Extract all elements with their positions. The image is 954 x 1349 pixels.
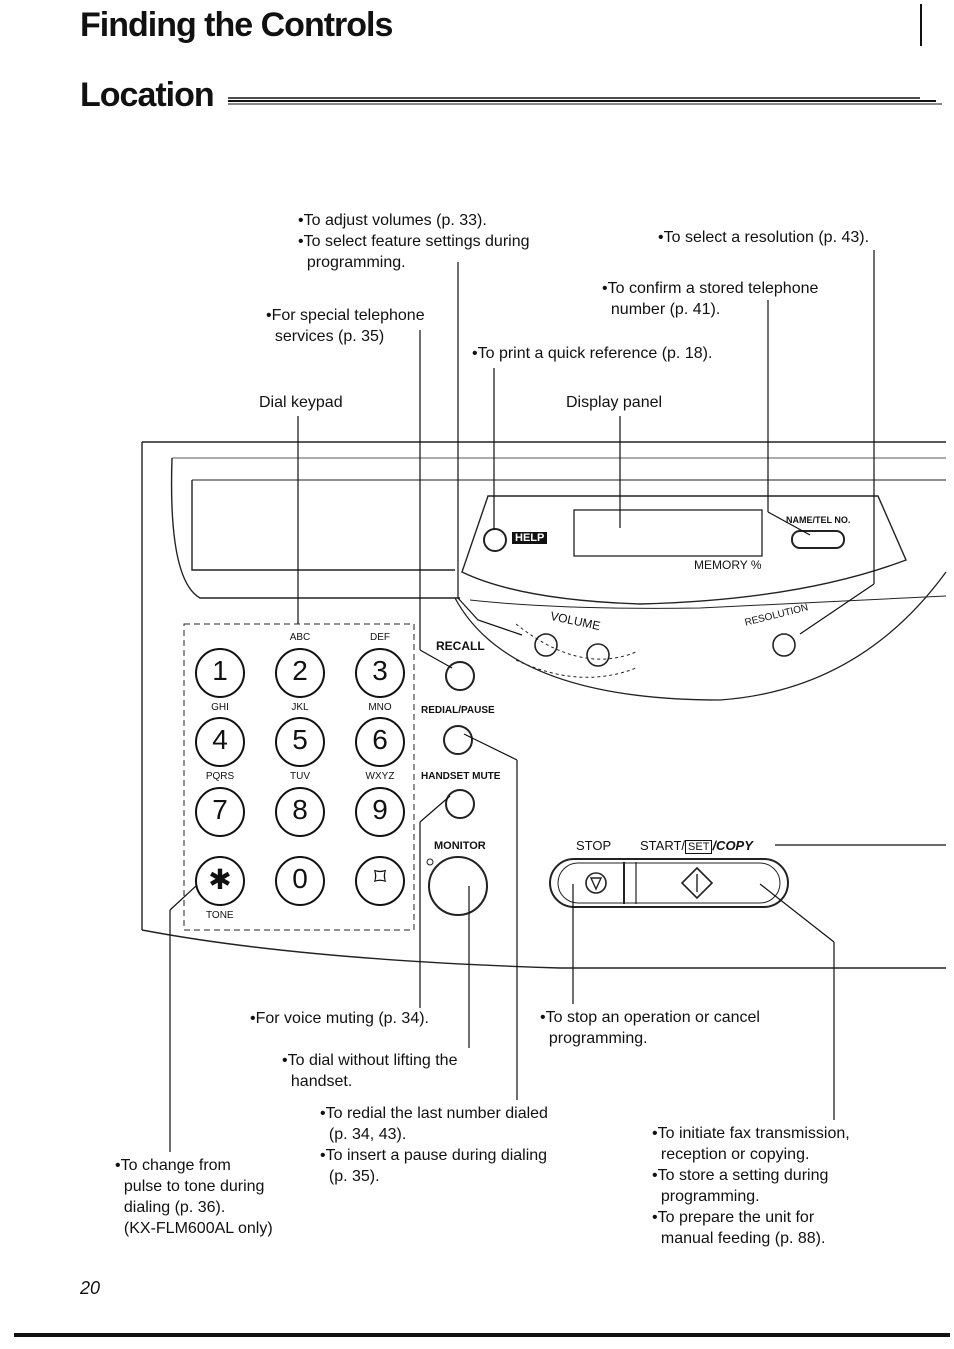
section-title: Location	[80, 76, 215, 114]
stop-callout: •To stop an operation or cancel programm…	[540, 1009, 760, 1047]
key-2[interactable]: 2	[292, 655, 308, 686]
resolution-callout: •To select a resolution (p. 43).	[658, 229, 870, 246]
key-8[interactable]: 8	[292, 794, 308, 825]
recall-callout: •For special telephone services (p. 35)	[266, 307, 425, 345]
monitor-callout: •To dial without lifting the handset.	[282, 1052, 458, 1090]
help-label: HELP	[512, 532, 548, 544]
page-title: Finding the Controls	[80, 6, 393, 44]
key-9-letters: WXYZ	[365, 771, 395, 782]
start-callout: •To initiate fax transmission, reception…	[652, 1125, 850, 1247]
key-3[interactable]: 3	[372, 655, 388, 686]
page-number: 20	[80, 1278, 101, 1298]
key-6-letters: MNO	[368, 702, 392, 713]
key-5[interactable]: 5	[292, 724, 308, 755]
name-tel-label: NAME/TEL NO.	[786, 515, 851, 525]
redial-callout: •To redial the last number dialed (p. 34…	[320, 1105, 548, 1185]
key-hash[interactable]: ⌑	[373, 864, 387, 891]
tone-label: TONE	[206, 910, 234, 921]
dial-keypad-label: Dial keypad	[259, 394, 343, 411]
monitor-label: MONITOR	[434, 840, 486, 852]
key-8-letters: TUV	[290, 771, 310, 782]
handset-mute-callout: •For voice muting (p. 34).	[250, 1010, 429, 1027]
key-0[interactable]: 0	[292, 863, 308, 894]
key-9[interactable]: 9	[372, 794, 388, 825]
key-4-letters: GHI	[211, 702, 229, 713]
key-4[interactable]: 4	[212, 724, 228, 755]
key-2-letters: ABC	[289, 632, 311, 643]
key-7-letters: PQRS	[205, 771, 235, 782]
key-1[interactable]: 1	[212, 655, 228, 686]
tone-callout: •To change from pulse to tone during dia…	[115, 1157, 273, 1237]
recall-label: RECALL	[436, 639, 485, 653]
help-callout: •To print a quick reference (p. 18).	[472, 345, 713, 362]
volume-callout: •To adjust volumes (p. 33). •To select f…	[298, 212, 530, 271]
memory-label: MEMORY %	[694, 558, 762, 572]
key-3-letters: DEF	[370, 632, 390, 643]
name-tel-callout: •To confirm a stored telephone number (p…	[602, 280, 819, 318]
handset-mute-label: HANDSET MUTE	[421, 771, 501, 782]
display-panel-label: Display panel	[566, 394, 663, 411]
start-label: START/SET/COPY	[640, 838, 753, 854]
key-star[interactable]: ✱	[208, 864, 232, 895]
key-5-letters: JKL	[291, 702, 309, 713]
stop-label: STOP	[576, 838, 612, 853]
redial-label: REDIAL/PAUSE	[421, 705, 495, 716]
key-6[interactable]: 6	[372, 724, 388, 755]
key-7[interactable]: 7	[212, 794, 228, 825]
